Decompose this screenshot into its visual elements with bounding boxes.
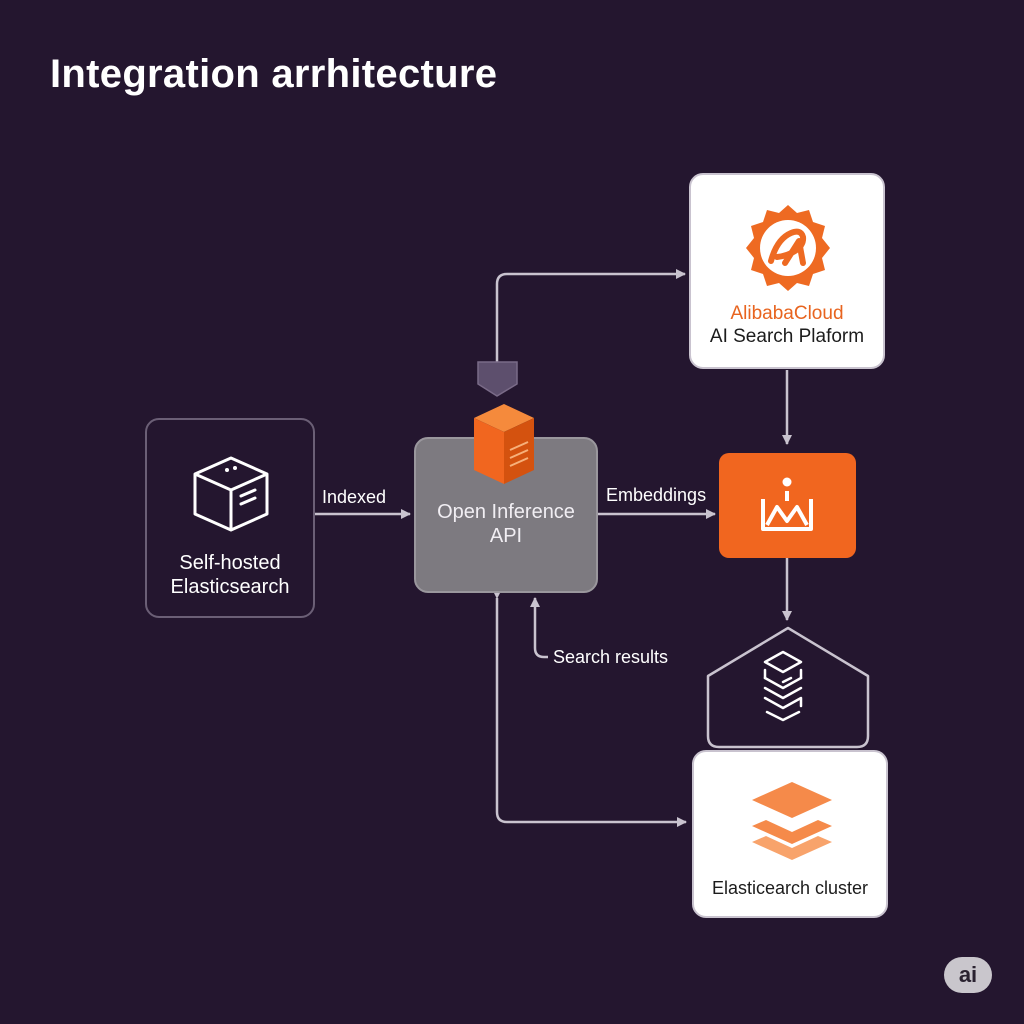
alibaba-cloud-logo xyxy=(741,201,835,295)
edge-label-indexed: Indexed xyxy=(322,487,387,507)
embedding-model-icon xyxy=(759,475,815,535)
stack-cube-icon xyxy=(470,402,538,486)
inference-label-line1: Open Inference xyxy=(437,501,575,523)
self-hosted-label-line2: Elasticsearch xyxy=(170,576,290,598)
alibaba-label-line2: AI Search Plaform xyxy=(709,326,865,347)
alibaba-cloud-node[interactable]: AlibabaCloud AI Search Plaform xyxy=(689,173,885,369)
ai-badge: ai xyxy=(944,957,992,993)
inference-label-line2: API xyxy=(489,525,523,547)
diagram-title: Integration arrhitecture xyxy=(50,52,498,96)
layered-index-icon xyxy=(763,650,803,722)
edge-inference-to-alibaba xyxy=(495,269,686,362)
self-hosted-label-line1: Self-hosted xyxy=(179,552,281,574)
embedding-service-node[interactable] xyxy=(719,453,856,558)
vector-index-node[interactable] xyxy=(705,626,871,750)
server-box-icon xyxy=(191,452,273,534)
edge-search-results-return xyxy=(530,597,548,659)
es-cluster-label: Elasticearch cluster xyxy=(711,878,869,898)
edge-label-embeddings: Embeddings xyxy=(606,485,707,505)
stacked-layers-icon xyxy=(746,778,838,866)
alibaba-label-line1: AlibabaCloud xyxy=(730,303,844,324)
connector-node-icon xyxy=(477,361,518,397)
edge-es-cluster-inference-bidirectional xyxy=(492,589,687,827)
elasticsearch-cluster-node[interactable]: Elasticearch cluster xyxy=(692,750,888,918)
self-hosted-elasticsearch-node[interactable]: Self-hosted Elasticsearch xyxy=(145,418,315,618)
edge-label-search-results: Search results xyxy=(553,647,669,667)
